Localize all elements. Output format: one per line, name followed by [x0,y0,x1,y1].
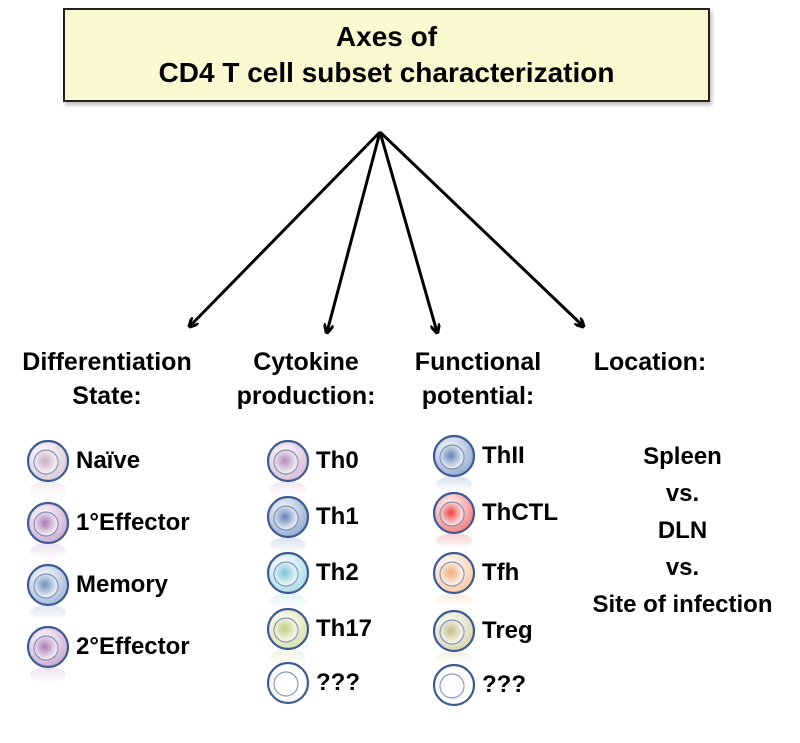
cell-icon-graphic [26,563,70,621]
cell-icon [266,661,310,719]
column-heading-differentiation: Differentiation State: [2,345,212,413]
cell-icon-graphic [432,434,476,492]
cell-icon [266,439,310,497]
cell-label: Th0 [316,447,359,474]
cell-icon-graphic [26,439,70,497]
cell-label: Memory [76,571,169,598]
list-item: Memory [26,560,169,621]
arrow-differentiation [190,130,382,326]
heading-line: State: [72,382,142,410]
cell-icon [432,663,476,721]
list-item: 1°Effector [26,498,190,559]
location-line: vs. [665,554,700,581]
list-item: Th1 [266,492,359,553]
cell-icon-graphic [266,607,310,665]
list-item: 2°Effector [26,622,190,683]
location-line: DLN [657,517,708,544]
cell-icon [432,491,476,549]
cell-icon [432,434,476,492]
heading-line: Differentiation [22,348,192,376]
cell-label: ThCTL [482,499,558,526]
cell-icon [432,551,476,609]
cell-icon-graphic [26,501,70,559]
cell-icon-graphic [432,663,476,721]
title-box: Axes of CD4 T cell subset characterizati… [63,8,710,102]
cell-label: Treg [482,617,533,644]
list-item: Th17 [266,604,373,665]
cell-icon-graphic [432,609,476,667]
list-item: ThCTL [432,488,558,549]
cell-icon-graphic [432,551,476,609]
cell-icon-graphic [26,625,70,683]
cell-icon-graphic [266,551,310,609]
cell-icon [26,501,70,559]
cell-icon [26,439,70,497]
cell-icon-graphic [266,661,310,719]
cell-label: 1°Effector [76,509,190,536]
cell-label: Naïve [76,447,141,474]
heading-line: Location: [593,348,707,376]
title-line-1: Axes of [335,21,438,52]
list-item: Naïve [26,436,141,497]
cell-icon-graphic [266,439,310,497]
cell-icon-graphic [432,491,476,549]
list-item: ??? [266,658,360,719]
cell-icon [26,563,70,621]
cell-label: ??? [482,671,526,698]
arrow-cytokine [327,131,382,332]
column-heading-functional: Functional potential: [398,345,558,413]
location-line: Site of infection [592,591,773,618]
cell-label: ??? [316,669,360,696]
cell-icon [26,625,70,683]
cell-icon [432,609,476,667]
list-item: Th2 [266,548,359,609]
location-line: vs. [665,480,700,507]
cell-icon [266,551,310,609]
cell-label: ThII [482,442,525,469]
cell-icon [266,495,310,553]
heading-line: potential: [421,382,535,410]
arrow-functional [378,131,437,332]
cell-icon-graphic [266,495,310,553]
list-item: Tfh [432,548,520,609]
cell-label: Th2 [316,559,359,586]
cell-icon [266,607,310,665]
column-heading-cytokine: Cytokine production: [226,345,386,413]
cell-label: Th1 [316,503,359,530]
title-line-2: CD4 T cell subset characterization [158,57,615,88]
heading-line: Functional [414,348,542,376]
list-item: ThII [432,431,525,492]
heading-line: production: [236,382,376,410]
list-item: Th0 [266,436,359,497]
location-list: Spleen vs. DLN vs. Site of infection [570,438,795,623]
cell-label: Tfh [482,559,520,586]
location-line: Spleen [643,443,722,470]
column-heading-location: Location: [580,345,720,379]
cell-label: Th17 [316,615,373,642]
list-item: Treg [432,606,533,667]
cell-label: 2°Effector [76,633,190,660]
arrow-location [378,130,583,326]
list-item: ??? [432,660,526,721]
heading-line: Cytokine [253,348,359,376]
